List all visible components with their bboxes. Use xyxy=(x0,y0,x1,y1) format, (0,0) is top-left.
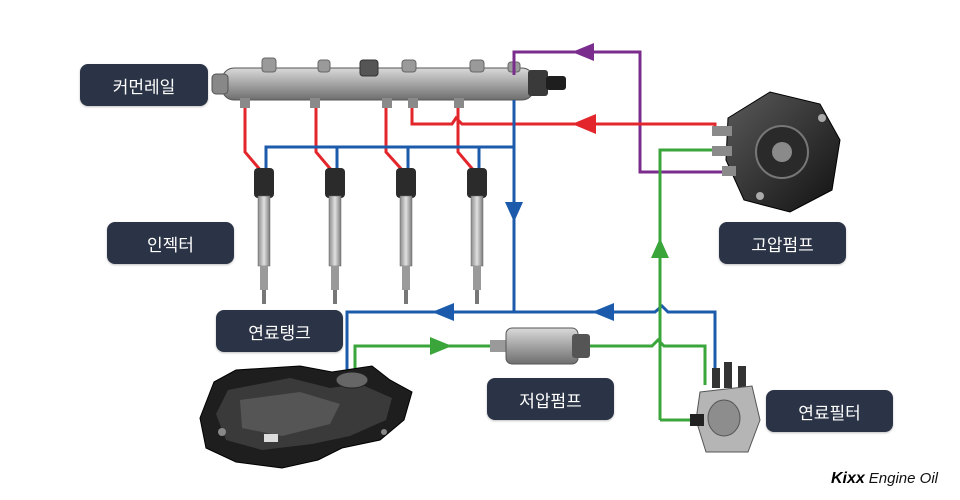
return-lines xyxy=(264,100,717,383)
high-pressure-pump-label: 고압펌프 xyxy=(719,222,846,264)
fuel-tank xyxy=(199,365,413,469)
flow-arrow-up xyxy=(651,238,669,258)
flow-arrow-left xyxy=(592,303,614,321)
injector xyxy=(254,168,274,304)
flow-arrow-right xyxy=(430,337,452,355)
flow-arrow-left xyxy=(572,43,594,61)
flow-arrow-down xyxy=(505,202,523,222)
injector xyxy=(325,168,345,304)
common-rail-label: 커먼레일 xyxy=(80,64,208,106)
injector xyxy=(396,168,416,304)
injector xyxy=(467,168,487,304)
high-pressure-lines xyxy=(243,108,729,174)
injector-label: 인젝터 xyxy=(107,222,234,264)
kixx-logo: Kixx xyxy=(830,470,865,487)
high-pressure-pump xyxy=(712,91,841,213)
brand-tagline: Engine Oil xyxy=(868,470,938,487)
flow-arrow-left xyxy=(572,114,596,134)
fuel-filter xyxy=(690,362,761,453)
fuel-filter-label: 연료필터 xyxy=(766,390,893,432)
flow-arrow-left xyxy=(432,303,454,321)
low-pressure-pump-label: 저압펌프 xyxy=(487,378,614,420)
fuel-tank-label: 연료탱크 xyxy=(216,310,343,352)
low-pressure-pump xyxy=(490,327,590,365)
pump-to-rail-line xyxy=(512,43,728,174)
